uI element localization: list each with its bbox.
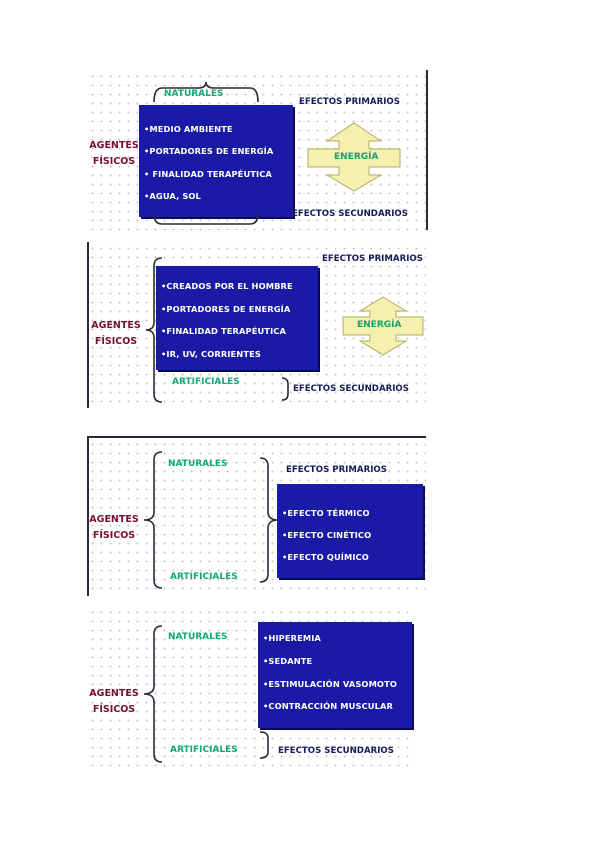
energia-label: ENERGÍA xyxy=(334,152,379,162)
box-item: •EFECTO CINÉTICO xyxy=(282,530,372,540)
box-item: •FINALIDAD TERAPÉUTICA xyxy=(161,326,286,336)
naturales-label: NATURALES xyxy=(168,459,228,469)
box-item: •CONTRACCIÓN MUSCULAR xyxy=(263,701,394,711)
efectos-secundarios-label: EFECTOS SECUNDARIOS xyxy=(293,384,409,394)
agentes-fisicos-label: AGENTES FÍSICOS xyxy=(89,688,139,715)
artificiales-label: ARTIFICIALES xyxy=(172,377,240,387)
efectos-primarios-label: EFECTOS PRIMARIOS xyxy=(299,97,400,107)
agentes-fisicos-label: AGENTES FÍSICOS xyxy=(89,140,139,167)
artificiales-label: ARTIFICIALES xyxy=(170,745,238,755)
right-divider xyxy=(426,70,428,230)
box-item: •HIPEREMIA xyxy=(263,633,321,643)
right-brace xyxy=(259,731,269,759)
efectos-primarios-label: EFECTOS PRIMARIOS xyxy=(322,254,423,264)
naturales-label: NATURALES xyxy=(168,632,228,642)
box-item: •SEDANTE xyxy=(263,656,313,666)
bottom-brace xyxy=(153,213,259,225)
agents-box: •CREADOS POR EL HOMBRE •PORTADORES DE EN… xyxy=(156,266,318,370)
left-divider xyxy=(87,436,89,596)
left-brace xyxy=(145,257,163,403)
diagram-artificial-agents: AGENTES FÍSICOS •CREADOS POR EL HOMBRE •… xyxy=(0,0,599,420)
box-item: •AGUA, SOL xyxy=(144,191,201,201)
box-item: •MEDIO AMBIENTE xyxy=(144,124,233,134)
left-brace xyxy=(143,451,163,589)
effects-box: •HIPEREMIA •SEDANTE •ESTIMULACIÓN VASOMO… xyxy=(258,622,412,728)
energia-arrow: ENERGÍA xyxy=(305,121,403,193)
box-item: •ESTIMULACIÓN VASOMOTO xyxy=(263,679,397,689)
efectos-secundarios-label: EFECTOS SECUNDARIOS xyxy=(292,209,408,219)
box-item: •IR, UV, CORRIENTES xyxy=(161,349,261,359)
artificiales-label: ARTIFICIALES xyxy=(170,572,238,582)
energia-arrow: ENERGÍA xyxy=(340,295,426,357)
box-item: •CREADOS POR EL HOMBRE xyxy=(161,281,293,291)
box-item: •PORTADORES DE ENERGÍA xyxy=(161,304,291,314)
diagram-natural-agents: AGENTES FÍSICOS NATURALES •MEDIO AMBIENT… xyxy=(0,0,599,240)
left-divider xyxy=(87,242,89,408)
box-item: •EFECTO QUÍMICO xyxy=(282,552,369,562)
agents-box: •MEDIO AMBIENTE •PORTADORES DE ENERGÍA •… xyxy=(139,105,293,217)
top-divider xyxy=(88,436,426,438)
right-brace xyxy=(281,377,289,401)
box-item: • FINALIDAD TERAPÉUTICA xyxy=(144,169,272,179)
agentes-fisicos-label: AGENTES FÍSICOS xyxy=(89,514,139,541)
left-brace xyxy=(143,625,163,763)
diagram-primary-effects: AGENTES FÍSICOS NATURALES ARTIFICIALES E… xyxy=(87,436,426,596)
efectos-secundarios-label: EFECTOS SECUNDARIOS xyxy=(278,746,394,756)
effects-box: •EFECTO TÉRMICO •EFECTO CINÉTICO •EFECTO… xyxy=(277,484,423,578)
top-brace xyxy=(153,81,259,103)
agentes-fisicos-label: AGENTES FÍSICOS xyxy=(91,320,141,347)
naturales-label: NATURALES xyxy=(164,89,224,99)
energia-label: ENERGÍA xyxy=(357,320,402,330)
box-item: •EFECTO TÉRMICO xyxy=(282,508,370,518)
efectos-primarios-label: EFECTOS PRIMARIOS xyxy=(286,465,387,475)
box-item: •PORTADORES DE ENERGÍA xyxy=(144,146,274,156)
